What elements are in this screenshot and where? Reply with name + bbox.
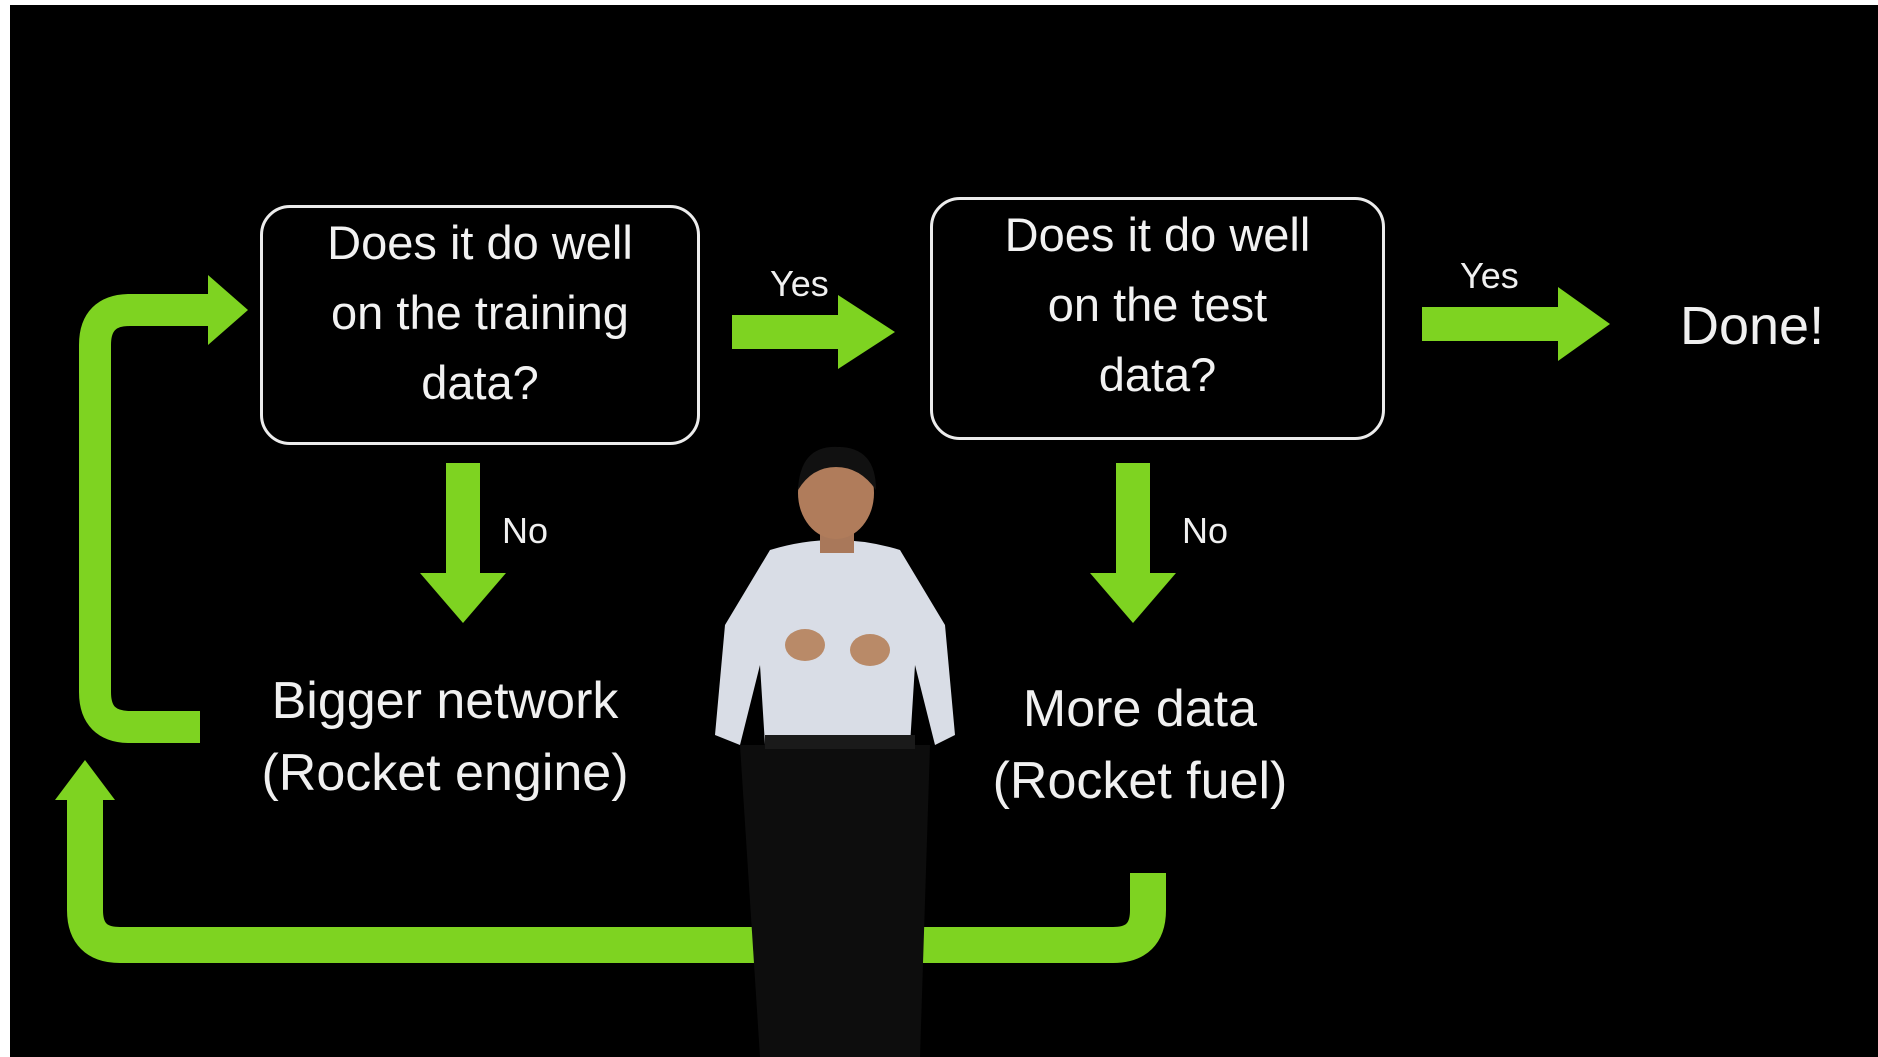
presenter-belt xyxy=(765,735,915,749)
decision-test-line2: on the test xyxy=(1047,278,1268,331)
no-label-2: No xyxy=(1182,510,1229,551)
yes-arrow-icon-2 xyxy=(1422,287,1610,361)
decision-test-line1: Does it do well xyxy=(1004,208,1311,261)
decision-training-line2: on the training xyxy=(331,286,629,339)
no-arrow-icon-2 xyxy=(1090,463,1176,623)
yes-arrow-icon-1 xyxy=(732,295,895,369)
bigger-network-label: Bigger network (Rocket engine) xyxy=(220,665,670,809)
bigger-network-line1: Bigger network xyxy=(271,672,619,730)
loop-arrow-head-test xyxy=(55,760,115,800)
decision-box-training: Does it do well on the training data? xyxy=(260,205,700,445)
presenter-right-hand xyxy=(850,634,890,666)
no-label-1: No xyxy=(502,510,549,551)
loop-arrow-head-training xyxy=(208,275,248,345)
presenter-shirt xyxy=(715,540,955,745)
presenter-left-hand xyxy=(785,629,825,661)
decision-training-line3: data? xyxy=(421,356,539,409)
loop-arrow-icon-training xyxy=(79,294,210,743)
done-label: Done! xyxy=(1680,296,1825,356)
presenter-figure xyxy=(715,446,955,1057)
more-data-line1: More data xyxy=(1022,680,1258,738)
decision-test-line3: data? xyxy=(1098,348,1217,401)
yes-label-1: Yes xyxy=(770,263,829,304)
yes-label-2: Yes xyxy=(1460,255,1519,296)
loop-arrow-icon-test xyxy=(67,795,1166,963)
bigger-network-line2: (Rocket engine) xyxy=(261,744,629,802)
decision-training-line1: Does it do well xyxy=(327,216,633,269)
presenter-hair xyxy=(798,446,876,490)
decision-box-test: Does it do well on the test data? xyxy=(930,197,1385,440)
no-arrow-icon-1 xyxy=(420,463,506,623)
slide-photo: Does it do well on the training data? Do… xyxy=(10,5,1878,1057)
more-data-line2: (Rocket fuel) xyxy=(992,752,1288,810)
presenter-trousers xyxy=(740,745,930,1057)
flowchart-arrows xyxy=(55,275,1610,963)
more-data-label: More data (Rocket fuel) xyxy=(930,673,1350,817)
